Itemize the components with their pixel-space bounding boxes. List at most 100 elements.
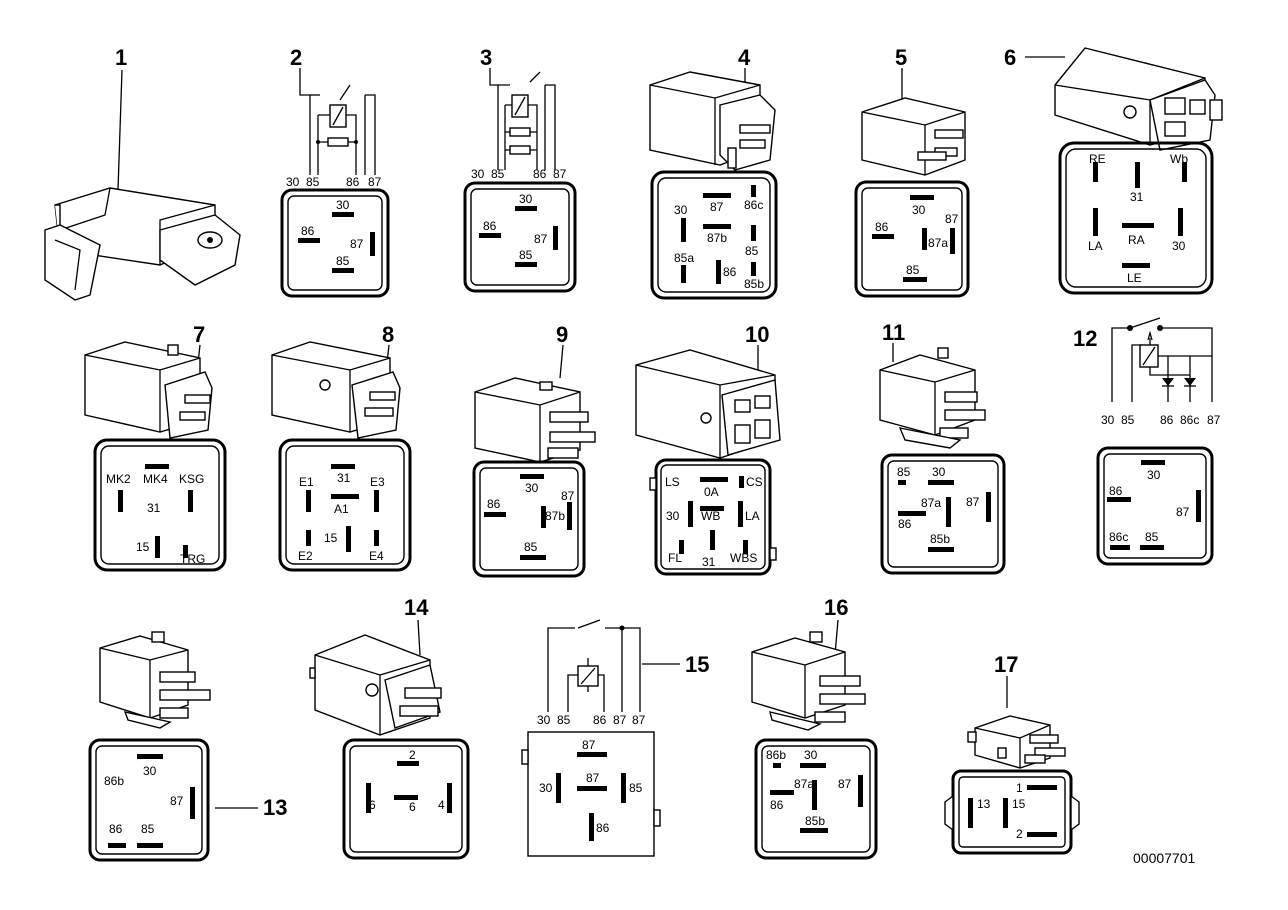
pin-label: 87	[838, 777, 852, 791]
terminal-label: 87	[368, 175, 382, 189]
pin-label: 15	[324, 531, 338, 545]
pin-layout: 30 86 87 87a 85	[854, 180, 970, 298]
relay-7: 7 MK2 MK4 KSG 31 15 TRG	[84, 322, 227, 572]
terminal-label: 30	[1101, 413, 1115, 427]
terminal-label: 87	[1207, 413, 1221, 427]
pin-layout: MK2 MK4 KSG 31 15 TRG	[93, 438, 227, 572]
pin-label: 87	[945, 212, 959, 226]
pin-label: 85	[336, 254, 350, 268]
pin-label: 86	[898, 517, 912, 531]
terminal-label: 85	[491, 167, 505, 181]
pin-label: WB	[701, 509, 720, 523]
pin-label: MK2	[106, 472, 131, 486]
pin-layout: 2 6 6 4	[342, 738, 470, 860]
relay-number: 4	[738, 45, 751, 70]
relay-housing	[309, 634, 442, 736]
pin-label: 87	[561, 489, 575, 503]
relay-number: 1	[115, 45, 127, 70]
pin-layout: 1 13 15 2	[944, 769, 1080, 855]
pin-label: 86	[109, 822, 123, 836]
pin-label: 30	[1147, 468, 1161, 482]
relay-number: 15	[685, 652, 709, 677]
relay-schematic	[299, 68, 376, 175]
pin-label: 87	[582, 738, 596, 752]
pin-label: 87a	[794, 777, 814, 791]
pin-label: 86	[723, 265, 737, 279]
pin-layout: 30 86 87 87b 85	[472, 460, 586, 578]
relay-number: 11	[882, 320, 905, 345]
relay-housing	[99, 631, 211, 729]
pin-label: 85	[1145, 530, 1159, 544]
terminal-label: 30	[286, 175, 300, 189]
terminal-label: 85	[306, 175, 320, 189]
pin-label: 86	[596, 821, 610, 835]
relay-2: 2 30 85 86 87 30 86 87 85	[280, 45, 390, 298]
pin-label: 86b	[766, 748, 786, 762]
pin-label: 30	[336, 198, 350, 212]
pin-label: 30	[519, 192, 533, 206]
relay-housing	[1054, 47, 1223, 151]
pin-label: 86	[301, 224, 315, 238]
pin-label: 87	[170, 794, 184, 808]
pin-label: 86c	[744, 198, 763, 212]
relay-number: 2	[290, 45, 302, 70]
terminal-label: 87	[553, 167, 567, 181]
terminal-label: 86	[346, 175, 360, 189]
relay-13: 13 86b 30 87 86 85	[88, 631, 287, 862]
relay-9: 9 30 86 87 87b 85	[472, 322, 596, 578]
terminal-label: 30	[471, 167, 485, 181]
pin-label: E3	[370, 475, 385, 489]
pin-label: MK4	[143, 472, 168, 486]
pin-label: 85b	[805, 814, 825, 828]
relay-16: 16 86b 30 87a 87 86 85b	[751, 595, 878, 860]
pin-label: 4	[438, 798, 445, 812]
pin-label: 30	[525, 481, 539, 495]
relay-housing	[84, 341, 213, 439]
pin-label: LE	[1127, 271, 1142, 285]
pin-layout: LS 0A CS 30 WB LA FL 31 WBS	[654, 458, 772, 576]
pin-label: 2	[1016, 827, 1023, 841]
pin-label: RA	[1128, 233, 1145, 247]
pin-label: 2	[409, 748, 416, 762]
pin-layout: 87 30 87 85 86	[521, 731, 661, 857]
relay-number: 8	[382, 322, 394, 347]
pin-label: 30	[666, 509, 680, 523]
relay-number: 17	[994, 652, 1018, 677]
relay-number: 6	[1004, 45, 1016, 70]
relay-17: 17 1 13 15 2	[944, 652, 1080, 855]
pin-label: 87b	[545, 509, 565, 523]
pin-label: 86b	[104, 774, 124, 788]
pin-layout: 31 E1 E3 A1 E2 15 E4	[278, 438, 412, 572]
pin-label: 85	[519, 248, 533, 262]
pin-layout: 87 86c 30 87b 85 85a 86 85b	[650, 170, 778, 300]
relay-schematic	[489, 68, 556, 170]
relay-housing	[635, 349, 781, 459]
pin-label: 85b	[744, 277, 764, 291]
pin-label: 86	[770, 798, 784, 812]
relay-schematic	[1111, 317, 1213, 402]
pin-label: 86	[483, 219, 497, 233]
relay-3: 3 30 85 86 87 30 86 87 85	[463, 45, 577, 293]
pin-label: E2	[298, 549, 313, 563]
pin-label: 1	[1016, 781, 1023, 795]
pin-label: 31	[337, 471, 351, 485]
pin-label: 85	[897, 465, 911, 479]
pin-label: 85b	[930, 532, 950, 546]
diagram-code: 00007701	[1133, 850, 1196, 866]
pin-label: 85a	[674, 251, 694, 265]
relay-number: 12	[1073, 326, 1097, 351]
relay-12: 12 30 85 86 86c 87 30	[1073, 317, 1221, 566]
relay-number: 14	[404, 595, 429, 620]
relay-number: 16	[824, 595, 848, 620]
relay-number: 7	[193, 322, 205, 347]
pin-label: WBS	[730, 551, 757, 565]
pin-label: 15	[1012, 797, 1026, 811]
pin-label: E1	[299, 475, 314, 489]
pin-label: 87	[710, 200, 724, 214]
terminal-label: 85	[557, 713, 571, 727]
pin-label: 15	[136, 540, 150, 554]
pin-label: 87	[966, 495, 980, 509]
pin-label: 6	[369, 798, 376, 812]
pin-label: 30	[143, 764, 157, 778]
